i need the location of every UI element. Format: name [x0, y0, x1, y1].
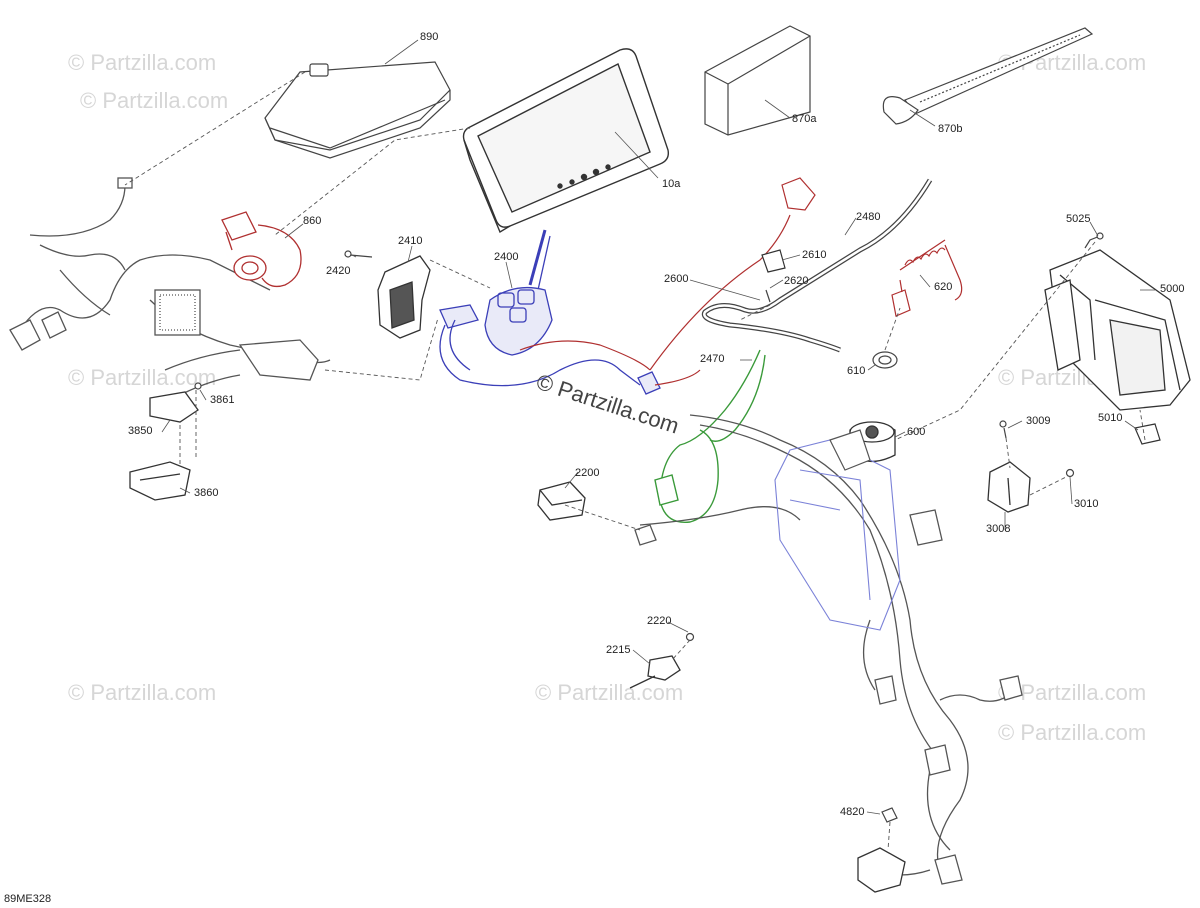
watermark-main: © Partzilla.com	[533, 369, 682, 439]
part-2215-sensor	[629, 655, 681, 689]
part-4820-nut	[881, 807, 898, 823]
part-3008-bracket	[987, 461, 1031, 513]
callout-3850: 3850	[128, 425, 152, 437]
callout-2470: 2470	[700, 353, 724, 365]
part-5025-screw	[1084, 232, 1104, 249]
part-870a-block	[704, 25, 811, 136]
callout-860: 860	[303, 215, 321, 227]
callout-5010: 5010	[1098, 412, 1122, 424]
part-3010-screw	[1065, 468, 1075, 478]
watermark-layer: © Partzilla.com © Partzilla.com © Partzi…	[68, 50, 1146, 745]
callout-2410: 2410	[398, 235, 422, 247]
part-2600-harness	[519, 177, 816, 386]
part-2470-harness	[654, 349, 766, 524]
callout-2200: 2200	[575, 467, 599, 479]
part-10a-display	[462, 48, 670, 234]
callout-4820: 4820	[840, 806, 864, 818]
part-3009-screw	[999, 420, 1007, 439]
part-610-grommet	[872, 351, 898, 369]
callout-leaders	[161, 39, 1155, 815]
callout-2215: 2215	[606, 644, 630, 656]
callout-2610: 2610	[802, 249, 826, 261]
dashed-leaders	[124, 71, 1146, 851]
callout-labels: 890 10a 870a 870b 860 2410 2420 2400 261…	[128, 31, 1184, 818]
callout-5000: 5000	[1160, 283, 1184, 295]
callout-3009: 3009	[1026, 415, 1050, 427]
callout-2420: 2420	[326, 265, 350, 277]
callout-2600: 2600	[664, 273, 688, 285]
harness-bracket-top	[829, 429, 871, 471]
rear-sensor	[857, 847, 906, 893]
callout-890: 890	[420, 31, 438, 43]
part-890-housing	[264, 61, 451, 159]
callout-5025: 5025	[1066, 213, 1090, 225]
part-2610-switch	[761, 249, 786, 273]
callout-2620: 2620	[784, 275, 808, 287]
callout-620: 620	[934, 281, 952, 293]
main-harness	[634, 414, 1023, 885]
part-3861-screw	[194, 382, 202, 390]
part-620-coil-cord	[891, 239, 963, 317]
part-2400-switch-assembly	[439, 229, 661, 395]
callout-3861: 3861	[210, 394, 234, 406]
watermark: © Partzilla.com	[68, 680, 216, 705]
callout-3008: 3008	[986, 523, 1010, 535]
callout-870b: 870b	[938, 123, 962, 135]
watermark: © Partzilla.com	[68, 365, 216, 390]
callout-610: 610	[847, 365, 865, 377]
part-3850-module	[149, 391, 199, 423]
part-2420-screw	[344, 250, 373, 258]
left-harness	[9, 177, 331, 396]
callout-3860: 3860	[194, 487, 218, 499]
part-2220-screw	[685, 632, 695, 642]
part-5010-clip	[1134, 423, 1161, 445]
watermark: © Partzilla.com	[68, 50, 216, 75]
part-2480-hose	[701, 178, 933, 353]
watermark: © Partzilla.com	[80, 88, 228, 113]
part-2620-screw	[765, 289, 771, 303]
callout-10a: 10a	[662, 178, 681, 190]
callout-3010: 3010	[1074, 498, 1098, 510]
part-870b-cable-tie	[882, 27, 1094, 125]
watermark: © Partzilla.com	[998, 680, 1146, 705]
watermark: © Partzilla.com	[998, 720, 1146, 745]
callout-2480: 2480	[856, 211, 880, 223]
callout-2400: 2400	[494, 251, 518, 263]
callout-870a: 870a	[792, 113, 817, 125]
part-3860-bracket	[129, 461, 191, 501]
part-860-connector	[221, 211, 302, 288]
watermark: © Partzilla.com	[535, 680, 683, 705]
part-2410-housing	[377, 255, 431, 339]
callout-600: 600	[907, 426, 925, 438]
diagram-code: 89ME328	[4, 893, 52, 905]
callout-2220: 2220	[647, 615, 671, 627]
part-2200-sensor	[537, 481, 586, 521]
